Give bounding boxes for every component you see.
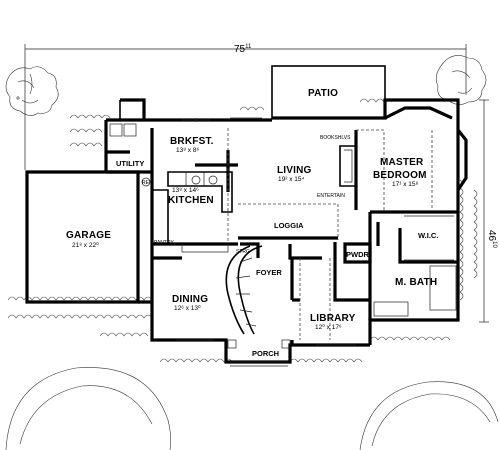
mbath-label: M. BATH xyxy=(395,277,437,288)
overall-width-label: 7511 xyxy=(234,44,252,55)
library-dim: 12⁰ x 17⁶ xyxy=(315,323,342,331)
bookshelves-note: BOOKSHLVS xyxy=(320,135,351,141)
pantry-label: PANTRY xyxy=(154,240,174,246)
landscaping xyxy=(5,55,499,450)
master-bay xyxy=(384,106,453,120)
library-label: LIBRARY xyxy=(310,313,356,324)
kitchen-dim: 13⁸ x 14⁶ xyxy=(172,187,199,194)
refrigerator-note: REF xyxy=(142,180,152,186)
pwdr-label: PWDR. xyxy=(346,250,371,259)
strg-label: STRG xyxy=(236,249,250,255)
utility-label: UTILITY xyxy=(116,159,144,168)
entertain-note: ENTERTAIN xyxy=(317,193,345,199)
master-label-line2: BEDROOM xyxy=(373,170,427,181)
master-side-bay xyxy=(456,129,468,191)
garage-dim: 21⁸ x 22⁰ xyxy=(72,241,99,249)
master-label-line1: MASTER xyxy=(380,157,424,168)
patio-label: PATIO xyxy=(308,88,338,99)
porch-label: PORCH xyxy=(252,349,279,358)
brkfst-label: BRKFST. xyxy=(170,136,214,147)
dining-label: DINING xyxy=(172,294,208,305)
living-label: LIVING xyxy=(277,165,312,176)
fixtures xyxy=(76,117,457,367)
loggia-label: LOGGIA xyxy=(274,221,304,230)
wic-label: W.I.C. xyxy=(418,231,438,240)
overall-dimensions xyxy=(24,44,489,323)
dining-dim: 12⁶ x 13⁰ xyxy=(174,304,201,312)
foyer-label: FOYER xyxy=(256,268,282,277)
garage-label: GARAGE xyxy=(66,230,111,241)
brkfst-dim: 13⁸ x 8⁶ xyxy=(176,147,199,154)
living-dim: 19² x 15⁴ xyxy=(278,176,304,183)
overall-depth-label: 4610 xyxy=(486,230,497,248)
master-dim: 17¹ x 15⁸ xyxy=(392,181,418,188)
kitchen-label: KITCHEN xyxy=(168,195,214,206)
